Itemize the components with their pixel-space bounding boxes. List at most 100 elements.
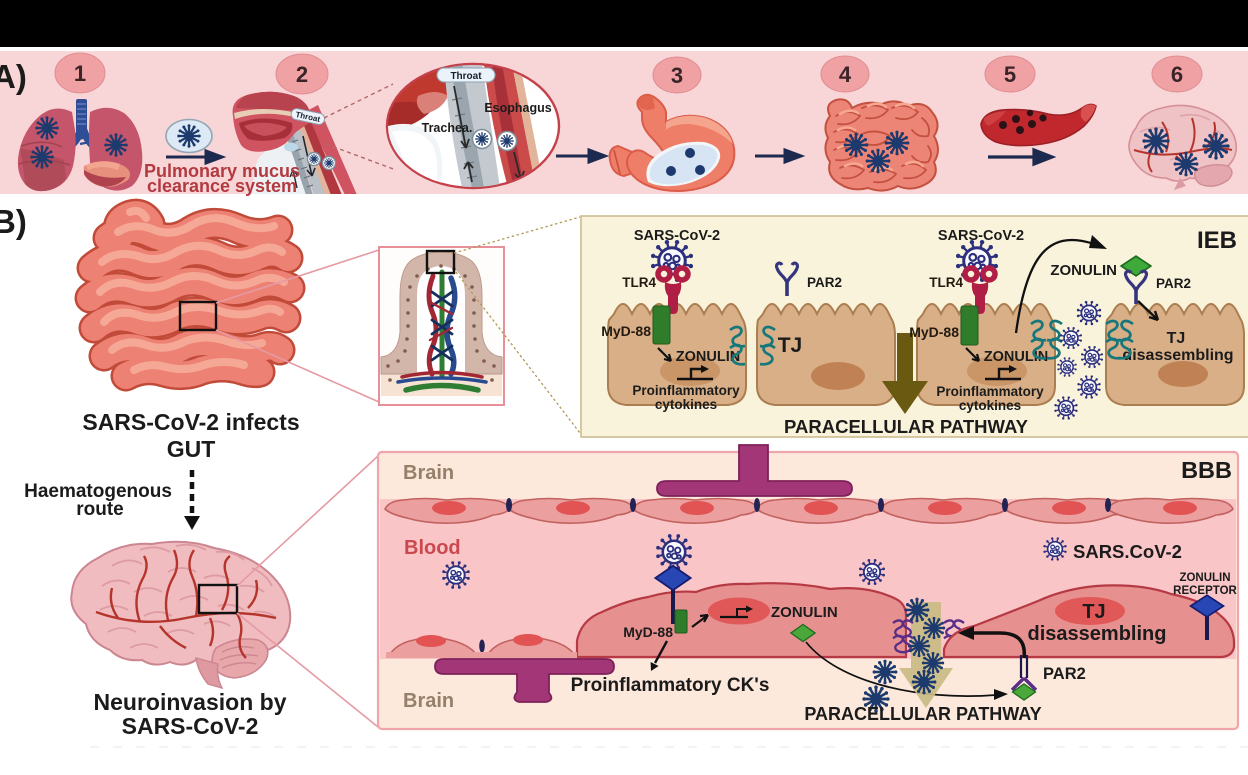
curved-arrow-icon bbox=[1014, 238, 1095, 334]
magnifier-esophagus-label: Esophagus bbox=[484, 101, 551, 115]
intestine-zoom-box bbox=[178, 300, 218, 332]
gut-caption-line2: GUT bbox=[167, 436, 216, 462]
zoom-line bbox=[215, 249, 380, 304]
zonulin-label: ZONULIN bbox=[676, 349, 740, 365]
virus-icon bbox=[1053, 395, 1079, 421]
virus-icon bbox=[858, 558, 886, 586]
zoom-dash-line bbox=[325, 143, 397, 171]
bbb-sars-label: SARS.CoV-2 bbox=[1073, 541, 1182, 562]
thick-arrow-icon bbox=[972, 631, 1027, 659]
astrocyte-endfoot bbox=[656, 444, 853, 497]
magnifier-trachea-label: Trachea. bbox=[422, 121, 473, 135]
endothelial-row-top bbox=[384, 497, 1234, 524]
bbb-myd88-label: MyD-88 bbox=[623, 624, 673, 640]
virus-icon bbox=[1080, 345, 1104, 369]
bbb-tj-line1: TJ bbox=[1082, 601, 1105, 623]
zoom-line bbox=[215, 329, 380, 403]
head-illustration: Throat bbox=[232, 91, 357, 194]
zoom-line bbox=[236, 455, 379, 587]
cytokines-label-line2: cytokines bbox=[959, 398, 1021, 413]
zonulin-label: ZONULIN bbox=[984, 349, 1048, 365]
arrow-icon bbox=[657, 347, 673, 363]
olive-down-arrow-icon bbox=[882, 333, 928, 414]
arrow-right-icon bbox=[755, 147, 806, 165]
step-number-2: 2 bbox=[296, 62, 308, 87]
route-caption-line2: route bbox=[76, 499, 124, 520]
tj-disassembling-line1: TJ bbox=[1167, 330, 1186, 347]
bbb-par2-label: PAR2 bbox=[1043, 665, 1086, 683]
myd88-box bbox=[674, 609, 688, 634]
arrow-right-icon bbox=[166, 148, 227, 166]
thick-arrowhead bbox=[958, 626, 974, 640]
endothelial-row-bottom bbox=[386, 634, 577, 658]
brain-zoom-box bbox=[197, 583, 239, 615]
zonulin-free-label: ZONULIN bbox=[1050, 262, 1117, 279]
pulmonary-caption-line2: clearance system bbox=[147, 176, 297, 196]
tlr4-label: TLR4 bbox=[929, 275, 963, 290]
blood-region-label: Blood bbox=[404, 537, 461, 559]
villus-zoom-box bbox=[425, 249, 456, 275]
astrocyte-endfoot bbox=[434, 658, 615, 703]
panel-b-label: B) bbox=[0, 203, 27, 240]
virus-icon bbox=[1075, 299, 1103, 327]
cytokines-label-line2: cytokines bbox=[655, 397, 717, 412]
nucleus-zonulin bbox=[708, 597, 770, 625]
zoom-dash-line bbox=[323, 83, 394, 119]
virus-icon bbox=[1059, 326, 1083, 350]
zoom-dash-line bbox=[455, 271, 581, 434]
step-bubbles: 1 2 3 4 5 6 bbox=[54, 52, 1203, 95]
lungs-illustration bbox=[17, 99, 143, 192]
arrow-icon bbox=[653, 640, 669, 664]
dashed-down-arrow-icon bbox=[184, 470, 200, 530]
bbb-pathway-label: PARACELLULAR PATHWAY bbox=[804, 704, 1041, 724]
ieb-panel: IEB SARS-CoV-2 TLR4 MyD-88 ZONULIN Proin… bbox=[580, 215, 1248, 438]
panel-b: B) bbox=[0, 198, 581, 739]
step-number-5: 5 bbox=[1004, 62, 1016, 87]
zonulin-receptor-label-line1: ZONULIN bbox=[1179, 572, 1230, 584]
sars-cov2-label: SARS-CoV-2 bbox=[634, 228, 720, 244]
villus-box bbox=[378, 246, 505, 406]
panel-a: A) 1 2 3 4 5 6 bbox=[0, 51, 1248, 196]
blood-vessel-illustration bbox=[980, 103, 1097, 167]
pulmonary-caption-line1: Pulmonary mucus bbox=[144, 161, 300, 181]
tlr4-label: TLR4 bbox=[622, 275, 656, 290]
myd88-label: MyD-88 bbox=[601, 323, 651, 339]
intestine-large-illustration bbox=[74, 198, 306, 392]
curved-arrow-icon bbox=[805, 641, 997, 697]
brain-region-label-bottom: Brain bbox=[403, 690, 454, 712]
par2-receptor-icon bbox=[1010, 655, 1038, 701]
virus-icon bbox=[654, 532, 694, 572]
panel-a-label: A) bbox=[0, 58, 27, 95]
zoom-dash-line bbox=[453, 216, 581, 254]
curved-arrowhead bbox=[1089, 235, 1107, 249]
brain-large-illustration bbox=[70, 540, 292, 690]
magnifier-throat-label: Throat bbox=[450, 71, 482, 82]
ieb-title: IEB bbox=[1197, 227, 1237, 254]
brain-region-label-top: Brain bbox=[403, 462, 454, 484]
step-number-6: 6 bbox=[1171, 62, 1183, 87]
gut-caption-line1: SARS-CoV-2 infects bbox=[82, 409, 299, 435]
virus-icon bbox=[1056, 356, 1078, 378]
arrow-icon bbox=[965, 347, 981, 363]
tj-label: TJ bbox=[778, 334, 803, 357]
arrow-icon bbox=[1137, 300, 1160, 322]
ieb-pathway-label: PARACELLULAR PATHWAY bbox=[784, 416, 1029, 437]
promoter-arrow-icon bbox=[720, 605, 753, 619]
virus-icon bbox=[1076, 374, 1102, 400]
pulmonary-clearance-group: Pulmonary mucus clearance system bbox=[144, 118, 300, 196]
brain-caption-line1: Neuroinvasion by bbox=[94, 689, 287, 715]
step-number-4: 4 bbox=[839, 62, 852, 87]
vessel-wall bbox=[386, 652, 577, 658]
step-number-1: 1 bbox=[74, 61, 86, 86]
tj-disassembling-line2: disassembling bbox=[1122, 347, 1233, 364]
bbb-panel: BBB Brain Blood bbox=[376, 444, 1240, 731]
bbb-title: BBB bbox=[1181, 457, 1232, 483]
top-black-bar bbox=[0, 0, 1248, 47]
cytokines-label-line1: Proinflammatory bbox=[632, 383, 740, 398]
brain-small-illustration bbox=[1128, 104, 1238, 190]
arrow-icon bbox=[691, 613, 709, 628]
arrow-right-icon bbox=[988, 147, 1057, 167]
tj-nucleus bbox=[1055, 597, 1125, 625]
